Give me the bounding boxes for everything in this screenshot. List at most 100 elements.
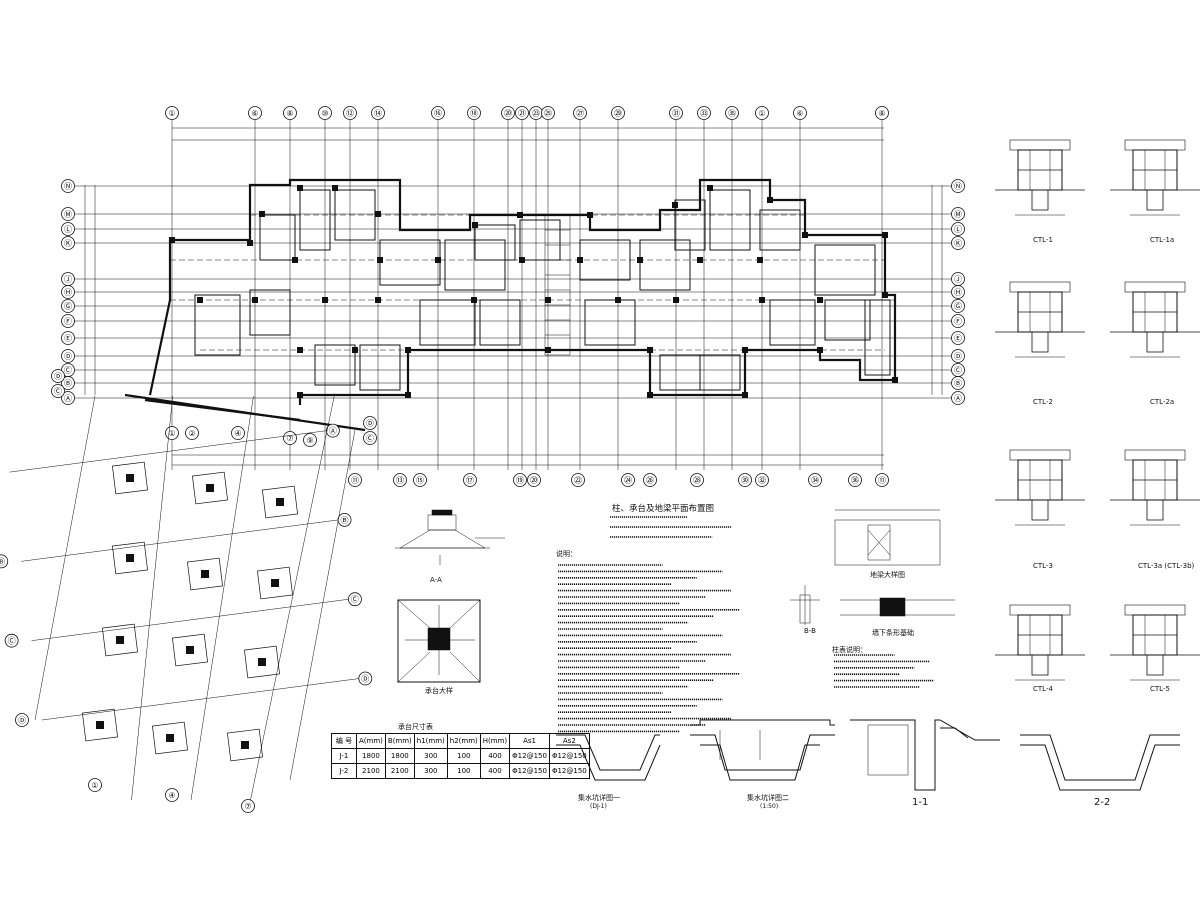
axis-bubble-top: ⑧ [875, 106, 889, 120]
column [637, 257, 643, 263]
column [707, 185, 713, 191]
cap-axis-bottom-label: ⑦ [244, 802, 251, 811]
axis-bubble-top-label: ⑥ [796, 109, 803, 118]
pile-cap [172, 633, 208, 667]
column [759, 297, 765, 303]
axis-bubble-bottom: ㉚ [738, 473, 752, 487]
axis-bubble-top-label: ⑯ [434, 109, 442, 118]
axis-bubble-skew-label: ② [188, 429, 195, 438]
pile-cap [244, 645, 280, 679]
cap-axis-bottom-label: ① [91, 781, 98, 790]
column [252, 297, 258, 303]
cap-grid-line [250, 395, 335, 801]
cap-axis-bottom: ① [88, 778, 102, 792]
axis-bubble-left: Ⓐ [61, 391, 75, 405]
axis-bubble-right-label: Ⓗ [954, 288, 962, 297]
cell: 400 [479, 748, 511, 764]
axis-bubble-bottom-label: ㉞ [811, 476, 819, 485]
column [322, 297, 328, 303]
axis-bubble-right-label: Ⓖ [954, 302, 962, 311]
column [545, 297, 551, 303]
pile-cap [257, 566, 293, 600]
column [405, 347, 411, 353]
column [405, 392, 411, 398]
axis-bubble-left: Ⓛ [61, 222, 75, 236]
axis-bubble-top: ⑫ [343, 106, 357, 120]
beam-lines [170, 214, 895, 351]
axis-bubble-right: Ⓛ [951, 222, 965, 236]
axis-bubble-top-label: ㉝ [700, 109, 708, 118]
axis-bubble-skew-label: ① [168, 429, 175, 438]
column [545, 347, 551, 353]
axis-bubble-top-label: ㉗ [576, 109, 584, 118]
axis-bubble-top-label: ⑳ [504, 109, 512, 118]
column [375, 297, 381, 303]
column [587, 212, 593, 218]
column [577, 257, 583, 263]
column [817, 347, 823, 353]
axis-bubble-top: ⑭ [371, 106, 385, 120]
axis-bubble-right-label: Ⓜ [954, 210, 962, 219]
ctl-label-5: CTL-5 [1150, 685, 1170, 693]
axis-bubble-skew: ⑦ [283, 431, 297, 445]
column [882, 232, 888, 238]
column [517, 212, 523, 218]
cap-axis-right-label: Ⓒ [351, 595, 359, 604]
section-22-label: 2-2 [1094, 797, 1111, 808]
axis-bubble-right: Ⓝ [951, 179, 965, 193]
column [297, 392, 303, 398]
ctl-detail [1110, 604, 1200, 681]
axis-bubble-top: ㉟ [725, 106, 739, 120]
column [352, 347, 358, 353]
axis-bubble-bottom-label: ⑰ [466, 476, 474, 485]
cap-grid-line [131, 395, 173, 801]
cap-axis-bottom: ④ [165, 788, 179, 802]
plan-horizontal-grid [70, 185, 955, 399]
column [375, 211, 381, 217]
pit1-sub: (DJ-1) [590, 803, 607, 810]
cell: 400 [479, 763, 511, 779]
ctl-label-3: CTL-3 [1033, 562, 1053, 570]
axis-bubble-left-label: Ⓜ [64, 210, 72, 219]
cell: 2100 [384, 763, 415, 779]
axis-bubble-left: Ⓚ [61, 236, 75, 250]
th-h2: h2(mm) [446, 733, 481, 749]
section-aa [395, 509, 505, 565]
axis-bubble-top: ㉕ [541, 106, 555, 120]
axis-bubble-right: Ⓖ [951, 299, 965, 313]
column [817, 297, 823, 303]
ctl-detail [1110, 449, 1200, 526]
section-11-label: 1-1 [912, 797, 929, 808]
notes-lines [558, 516, 935, 733]
axis-bubble-top: ㉝ [697, 106, 711, 120]
axis-bubble-right: Ⓑ [951, 376, 965, 390]
ctl-label-1: CTL-1 [1033, 236, 1053, 244]
axis-bubble-right-label: Ⓙ [954, 275, 962, 284]
legend-notes-title: 柱表说明： [832, 646, 867, 654]
axis-bubble-right-label: Ⓓ [954, 352, 962, 361]
axis-bubble-left-label: Ⓓ [64, 352, 72, 361]
ctl-label-4: CTL-4 [1033, 685, 1053, 693]
axis-bubble-bottom: ⑬ [393, 473, 407, 487]
axis-bubble-left-label: Ⓛ [64, 225, 72, 234]
axis-bubble-top-label: ⑧ [878, 109, 885, 118]
th-b: B(mm) [384, 733, 415, 749]
axis-bubble-right-label: Ⓐ [954, 394, 962, 403]
axis-bubble-skew-right-label: Ⓓ [366, 419, 374, 428]
axis-bubble-top: ㉓ [529, 106, 543, 120]
ctl-label-1a: CTL-1a [1150, 236, 1175, 244]
column [673, 297, 679, 303]
axis-bubble-right-label: Ⓝ [954, 182, 962, 191]
axis-bubble-bottom: ⑪ [348, 473, 362, 487]
plan-vertical-grid [171, 120, 883, 470]
column [742, 392, 748, 398]
column [377, 257, 383, 263]
axis-bubble-bottom: ⑳ [527, 473, 541, 487]
ctl-detail [995, 281, 1085, 358]
cell: 300 [413, 763, 448, 779]
column [197, 297, 203, 303]
axis-bubble-top-label: ⑧ [286, 109, 293, 118]
axis-bubble-bottom-label: ㉔ [624, 476, 632, 485]
axis-bubble-skew-label: ⑦ [286, 434, 293, 443]
